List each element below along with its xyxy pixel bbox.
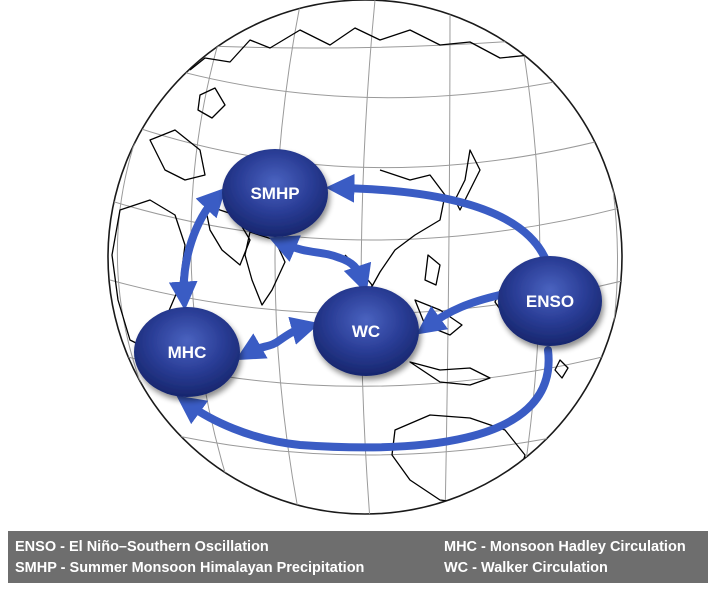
node-enso: ENSO	[498, 256, 602, 346]
arrow-enso-to-smhp	[325, 173, 549, 262]
legend-smhp: SMHP - Summer Monsoon Himalayan Precipit…	[15, 560, 365, 576]
arrow-enso-to-mhc	[176, 346, 553, 452]
node-enso-label: ENSO	[526, 292, 574, 311]
node-mhc-label: MHC	[168, 343, 207, 362]
arrow-enso-to-wc	[416, 291, 504, 335]
arrows	[168, 173, 553, 452]
legend-bar: ENSO - El Niño–Southern Oscillation SMHP…	[8, 531, 708, 583]
legend-mhc: MHC - Monsoon Hadley Circulation	[444, 539, 686, 555]
node-mhc: MHC	[134, 307, 240, 397]
legend-wc: WC - Walker Circulation	[444, 560, 608, 576]
node-wc-label: WC	[352, 322, 380, 341]
globe-diagram: SMHP ENSO WC MHC	[107, 0, 623, 515]
node-smhp: SMHP	[222, 149, 328, 237]
node-wc: WC	[313, 286, 419, 376]
node-smhp-label: SMHP	[250, 184, 299, 203]
arrow-smhp-mhc	[168, 187, 226, 311]
arrow-smhp-wc	[268, 235, 372, 294]
arrow-wc-mhc	[235, 316, 320, 361]
legend-enso: ENSO - El Niño–Southern Oscillation	[15, 539, 269, 555]
